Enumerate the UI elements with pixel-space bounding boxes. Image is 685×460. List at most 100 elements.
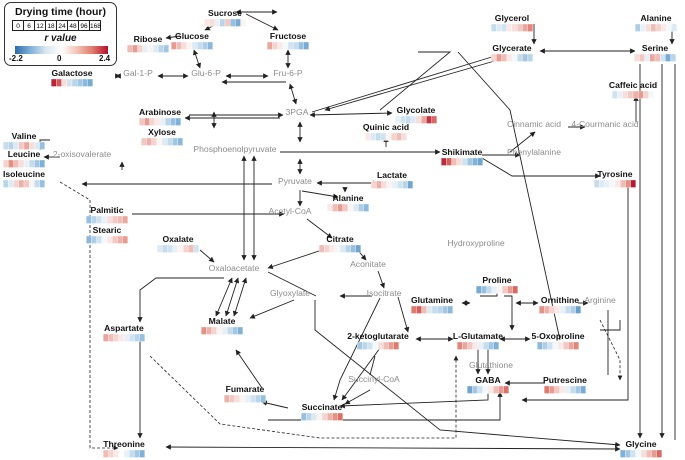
heatmap-cell (620, 449, 626, 458)
heatmap-cell (237, 326, 243, 335)
dashed-arrow (149, 355, 459, 439)
heatmap-cell (82, 78, 88, 87)
heatmap-cell (654, 53, 661, 62)
heatmap-cell (23, 179, 30, 188)
pathway-arrow (344, 389, 371, 405)
heatmap-cell (327, 203, 333, 212)
metabolite-oxoval: 2-oxisovalerate (53, 149, 111, 159)
heatmap-cell (650, 23, 657, 32)
heatmap-cell (632, 90, 639, 99)
heatmap-cell (396, 132, 402, 141)
pathway-arrow (521, 184, 629, 403)
heatmap-cell (167, 137, 173, 146)
heatmap-cell (113, 333, 119, 342)
pathway-arrow (311, 55, 496, 113)
pathway-arrow (301, 190, 339, 199)
heatmap-cell (39, 179, 45, 188)
heatmap-cell (507, 285, 513, 294)
pathway-arrow (324, 59, 499, 112)
heatmap-cell (134, 449, 140, 458)
pathway-arrow (341, 347, 381, 401)
heatmap-cell (376, 180, 382, 189)
metabolite-label: Isocitrate (367, 288, 402, 298)
heatmap-cell (8, 179, 14, 188)
pathway-arrow (339, 392, 489, 409)
metabolite-oxalate: Oxalate (157, 234, 199, 253)
heatmap-cell (255, 394, 261, 403)
heatmap-cell (29, 159, 35, 168)
metabolite-label: Citrate (326, 234, 353, 244)
heatmap-cell (544, 385, 550, 394)
heatmap-cell (137, 44, 143, 53)
heatmap-cell (604, 179, 610, 188)
metabolite-label: Malate (209, 316, 236, 326)
heatmap-cell (206, 326, 212, 335)
pathway-arrow (369, 355, 376, 376)
metabolite-label: Caffeic acid (609, 80, 657, 90)
metabolite-pga: 3PGA (286, 107, 309, 117)
metabolite-threonine: Threonine (103, 439, 145, 458)
heatmap-cell (272, 41, 278, 50)
heatmap-cell (472, 341, 479, 350)
metabolite-serine: Serine (634, 43, 676, 62)
metabolite-quinic: Quinic acid (363, 122, 409, 141)
heatmap-cell (186, 41, 193, 50)
metabolite-aconitate: Aconitate (350, 259, 386, 269)
heatmap-cell (393, 341, 399, 350)
metabolite-isoleucine: Isoleucine (3, 169, 45, 188)
heatmap-cell (527, 23, 533, 32)
heatmap-cell (101, 215, 108, 224)
metabolite-aspartate: Aspartate (103, 323, 145, 342)
heatmap-cell (410, 115, 417, 124)
heatmap-cell (319, 244, 325, 253)
metabolite-glycerol: Glycerol (491, 13, 533, 32)
heatmap-cell (388, 341, 394, 350)
metabolite-label: L-Glutamate (453, 331, 503, 341)
metabolite-label: Glycerol (495, 13, 529, 23)
metabolite-label: Glucose (175, 31, 209, 41)
heatmap-cell (337, 203, 343, 212)
heatmap-cell (477, 341, 484, 350)
heatmap-cell (544, 305, 550, 314)
metabolite-glucose: Glucose (171, 31, 213, 50)
metabolite-label: Phenylalanine (507, 147, 561, 157)
heatmap-cell (193, 244, 199, 253)
heatmap-cell (106, 235, 113, 244)
heatmap-cell (437, 305, 443, 314)
heatmap-cell (298, 41, 304, 50)
heatmap-cell (486, 285, 492, 294)
heatmap-cell (372, 341, 379, 350)
heatmap-cell (293, 41, 299, 50)
heatmap-cell (112, 235, 118, 244)
heatmap-cell (651, 449, 657, 458)
heatmap-cell (547, 341, 553, 350)
metabolite-label: Acetyl-CoA (269, 206, 312, 216)
heatmap-cell (467, 157, 473, 166)
metabolite-glyoxylate: Glyoxylate (270, 288, 310, 298)
metabolite-arginine: Arginine (584, 295, 616, 305)
heatmap-cell (614, 179, 621, 188)
heatmap-cell (630, 449, 636, 458)
metabolite-label: Proline (482, 275, 511, 285)
pathway-arrow (235, 349, 263, 389)
heatmap-cell (421, 115, 427, 124)
heatmap-cell (407, 180, 413, 189)
heatmap-cell (250, 394, 256, 403)
heatmap-cell (457, 341, 463, 350)
heatmap-cell (23, 159, 30, 168)
heatmap-cell (441, 157, 447, 166)
heatmap-cell (188, 244, 194, 253)
legend-color-scale (15, 46, 108, 54)
heatmap-cell (139, 333, 145, 342)
metabolite-label: Succinyl-CoA (348, 374, 400, 384)
metabolite-label: Galactose (51, 68, 92, 78)
metabolite-cinnamic: Cinnamic acid (507, 119, 561, 129)
metabolite-label: Serine (642, 43, 668, 53)
pathway-arrow (379, 51, 452, 111)
metabolite-label: Ornithine (541, 295, 579, 305)
heatmap-cell (557, 341, 564, 350)
heatmap-cell (96, 215, 102, 224)
heatmap-cell (34, 179, 40, 188)
heatmap-cell (29, 179, 35, 188)
heatmap-cell (671, 23, 677, 32)
